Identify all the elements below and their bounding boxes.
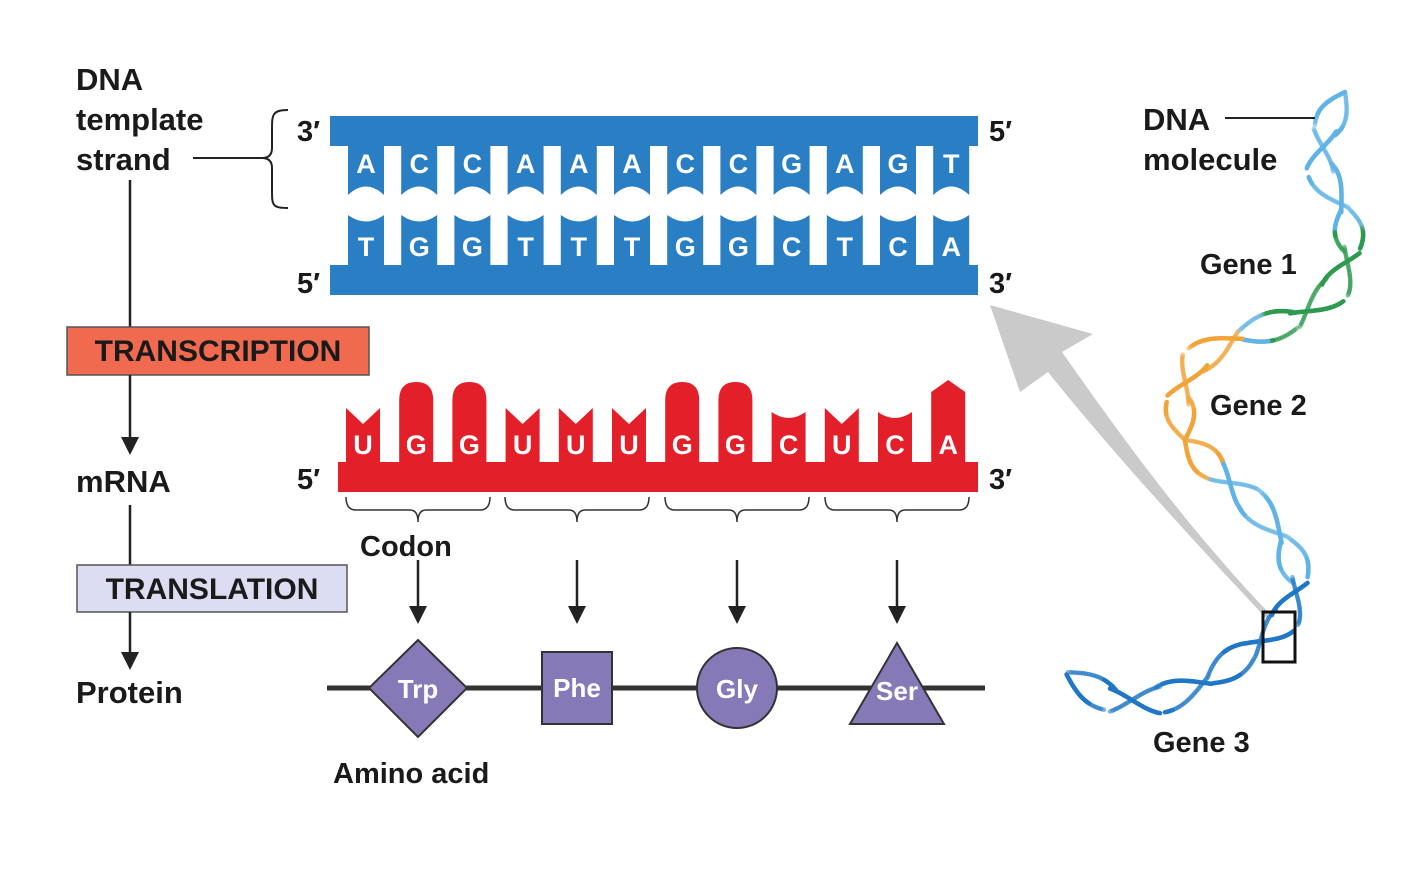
protein-label: Protein <box>76 675 183 710</box>
amino-acid-label: Amino acid <box>333 758 489 790</box>
helix-strand-segment <box>1298 623 1299 625</box>
mrna-label: mRNA <box>76 464 171 499</box>
mrna-base-letter: C <box>885 430 905 460</box>
mrna-base-letter: U <box>513 430 533 460</box>
template-strand-backbone <box>330 116 978 146</box>
dna-double-strand: A T C G C G A T A T A T C G C G G C A T G C T A <box>330 116 978 295</box>
mrna-backbone <box>338 462 978 492</box>
template-base-letter: C <box>463 149 483 179</box>
mrna-base-letter: A <box>938 430 958 460</box>
coding-base-letter: T <box>837 232 854 262</box>
template-base-letter: A <box>356 149 376 179</box>
coding-base-letter: T <box>571 232 588 262</box>
mrna-base-letter: U <box>353 430 373 460</box>
dna-molecule-line1: DNA <box>1143 102 1210 137</box>
end-label-mrna-right: 3′ <box>989 464 1012 496</box>
helix-strand-segment <box>1189 347 1191 349</box>
template-base-letter: G <box>781 149 802 179</box>
template-brace <box>262 110 288 208</box>
helix-strand-segment <box>1110 711 1113 712</box>
coding-base-letter: C <box>782 232 802 262</box>
translation-label: TRANSLATION <box>106 573 319 606</box>
codon-braces <box>346 497 969 522</box>
gene3-label: Gene 3 <box>1153 727 1250 759</box>
dna-template-line1: DNA <box>76 62 143 97</box>
amino-acid-trp: Trp <box>369 640 467 737</box>
template-base-letter: C <box>409 149 429 179</box>
helix-strand-segment <box>1257 489 1259 490</box>
dna-template-strand-label: DNA template strand <box>76 62 203 177</box>
ser-label: Ser <box>876 676 918 706</box>
codon-brace <box>505 497 649 522</box>
template-base-letter: A <box>622 149 642 179</box>
mrna-base-letter: G <box>672 430 693 460</box>
helix-strand-segment <box>1067 674 1068 677</box>
end-label-bottom-right: 3′ <box>989 268 1012 300</box>
template-base-letter: A <box>516 149 536 179</box>
coding-base-letter: C <box>888 232 908 262</box>
coding-base-letter: T <box>517 232 534 262</box>
end-label-top-left: 3′ <box>297 116 320 148</box>
coding-strand-backbone <box>330 265 978 295</box>
template-base-letter: G <box>887 149 908 179</box>
amino-acid-ser: Ser <box>850 643 944 724</box>
codon-brace <box>346 497 490 522</box>
template-base-letter: C <box>729 149 749 179</box>
template-base-letter: C <box>675 149 695 179</box>
transcription-label: TRANSCRIPTION <box>95 335 342 368</box>
amino-acid-gly: Gly <box>697 648 777 728</box>
mrna-base-letter: G <box>406 430 427 460</box>
codon-brace <box>825 497 969 522</box>
mrna-base-letter: G <box>725 430 746 460</box>
helix-strand-segment <box>1307 166 1308 168</box>
mrna-base-letter: C <box>779 430 799 460</box>
codon-arrowhead <box>568 606 586 624</box>
coding-base-letter: T <box>624 232 641 262</box>
template-base-letter: A <box>835 149 855 179</box>
dna-template-line2: template <box>76 102 203 137</box>
helix-strand-segment <box>1348 293 1349 295</box>
amino-acid-phe: Phe <box>542 652 612 724</box>
codon-arrowhead <box>728 606 746 624</box>
mrna-base-letter: U <box>832 430 852 460</box>
template-base-letter: A <box>569 149 589 179</box>
codon-arrowhead <box>888 606 906 624</box>
coding-base-letter: G <box>462 232 483 262</box>
codon-arrowhead <box>409 606 427 624</box>
gene2-label: Gene 2 <box>1210 390 1307 422</box>
coding-base-letter: G <box>675 232 696 262</box>
gene1-label: Gene 1 <box>1200 249 1297 281</box>
end-label-top-right: 5′ <box>989 116 1012 148</box>
template-base-letter: T <box>943 149 960 179</box>
phe-label: Phe <box>553 673 601 703</box>
helix-strand-segment <box>1360 246 1361 248</box>
codon-brace <box>665 497 809 522</box>
coding-base-letter: T <box>358 232 375 262</box>
dna-base-pairs: A T C G C G A T A T A T C G C G G C A T G C T A <box>348 146 969 265</box>
gly-label: Gly <box>716 674 758 704</box>
mrna-base-letter: U <box>619 430 639 460</box>
trp-label: Trp <box>398 674 438 704</box>
mrna-base-letter: U <box>566 430 586 460</box>
end-label-mrna-left: 5′ <box>297 464 320 496</box>
mrna-base-letter: G <box>459 430 480 460</box>
helix-strand-segment <box>1300 324 1301 327</box>
coding-base-letter: G <box>409 232 430 262</box>
end-label-bottom-left: 5′ <box>297 268 320 300</box>
helix-strand-segment <box>1165 712 1168 713</box>
codon-arrows <box>409 560 906 624</box>
dna-template-line3: strand <box>76 142 171 177</box>
dna-molecule-line2: molecule <box>1143 142 1277 177</box>
helix-strand-segment <box>1168 394 1170 396</box>
flow-arrowhead-4 <box>121 652 139 670</box>
coding-base-letter: A <box>941 232 961 262</box>
codon-label: Codon <box>360 531 452 563</box>
flow-arrowhead-2 <box>121 437 139 455</box>
coding-base-letter: G <box>728 232 749 262</box>
